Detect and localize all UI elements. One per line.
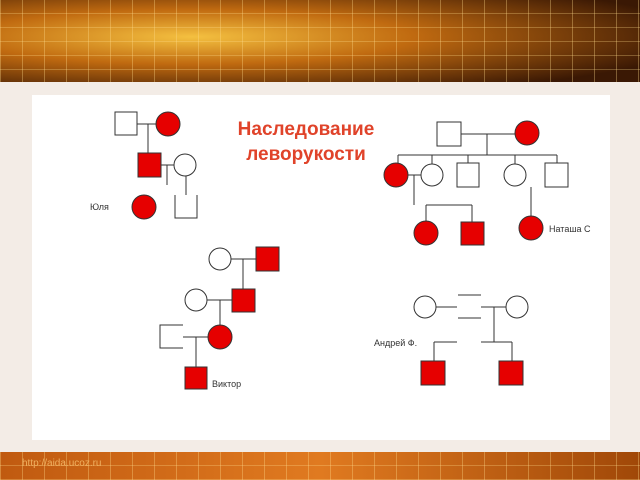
pedigree-natasha — [383, 120, 569, 246]
background-header — [0, 0, 640, 92]
label-yulya: Юля — [90, 202, 109, 212]
pedigree-andrey — [413, 294, 529, 386]
title-line-1: Наследование — [237, 119, 375, 140]
slide-title: Наследование леворукости — [226, 117, 386, 167]
label-andrey: Андрей Ф. — [374, 338, 418, 348]
pedigree-yulya — [114, 111, 198, 220]
label-natasha: Наташа С — [549, 224, 591, 234]
pedigree-viktor — [159, 246, 280, 390]
label-viktor: Виктор — [212, 379, 242, 389]
footer-url: http://aida.ucoz.ru — [22, 458, 102, 469]
background-footer — [0, 452, 640, 480]
title-line-2: леворукости — [246, 144, 366, 165]
